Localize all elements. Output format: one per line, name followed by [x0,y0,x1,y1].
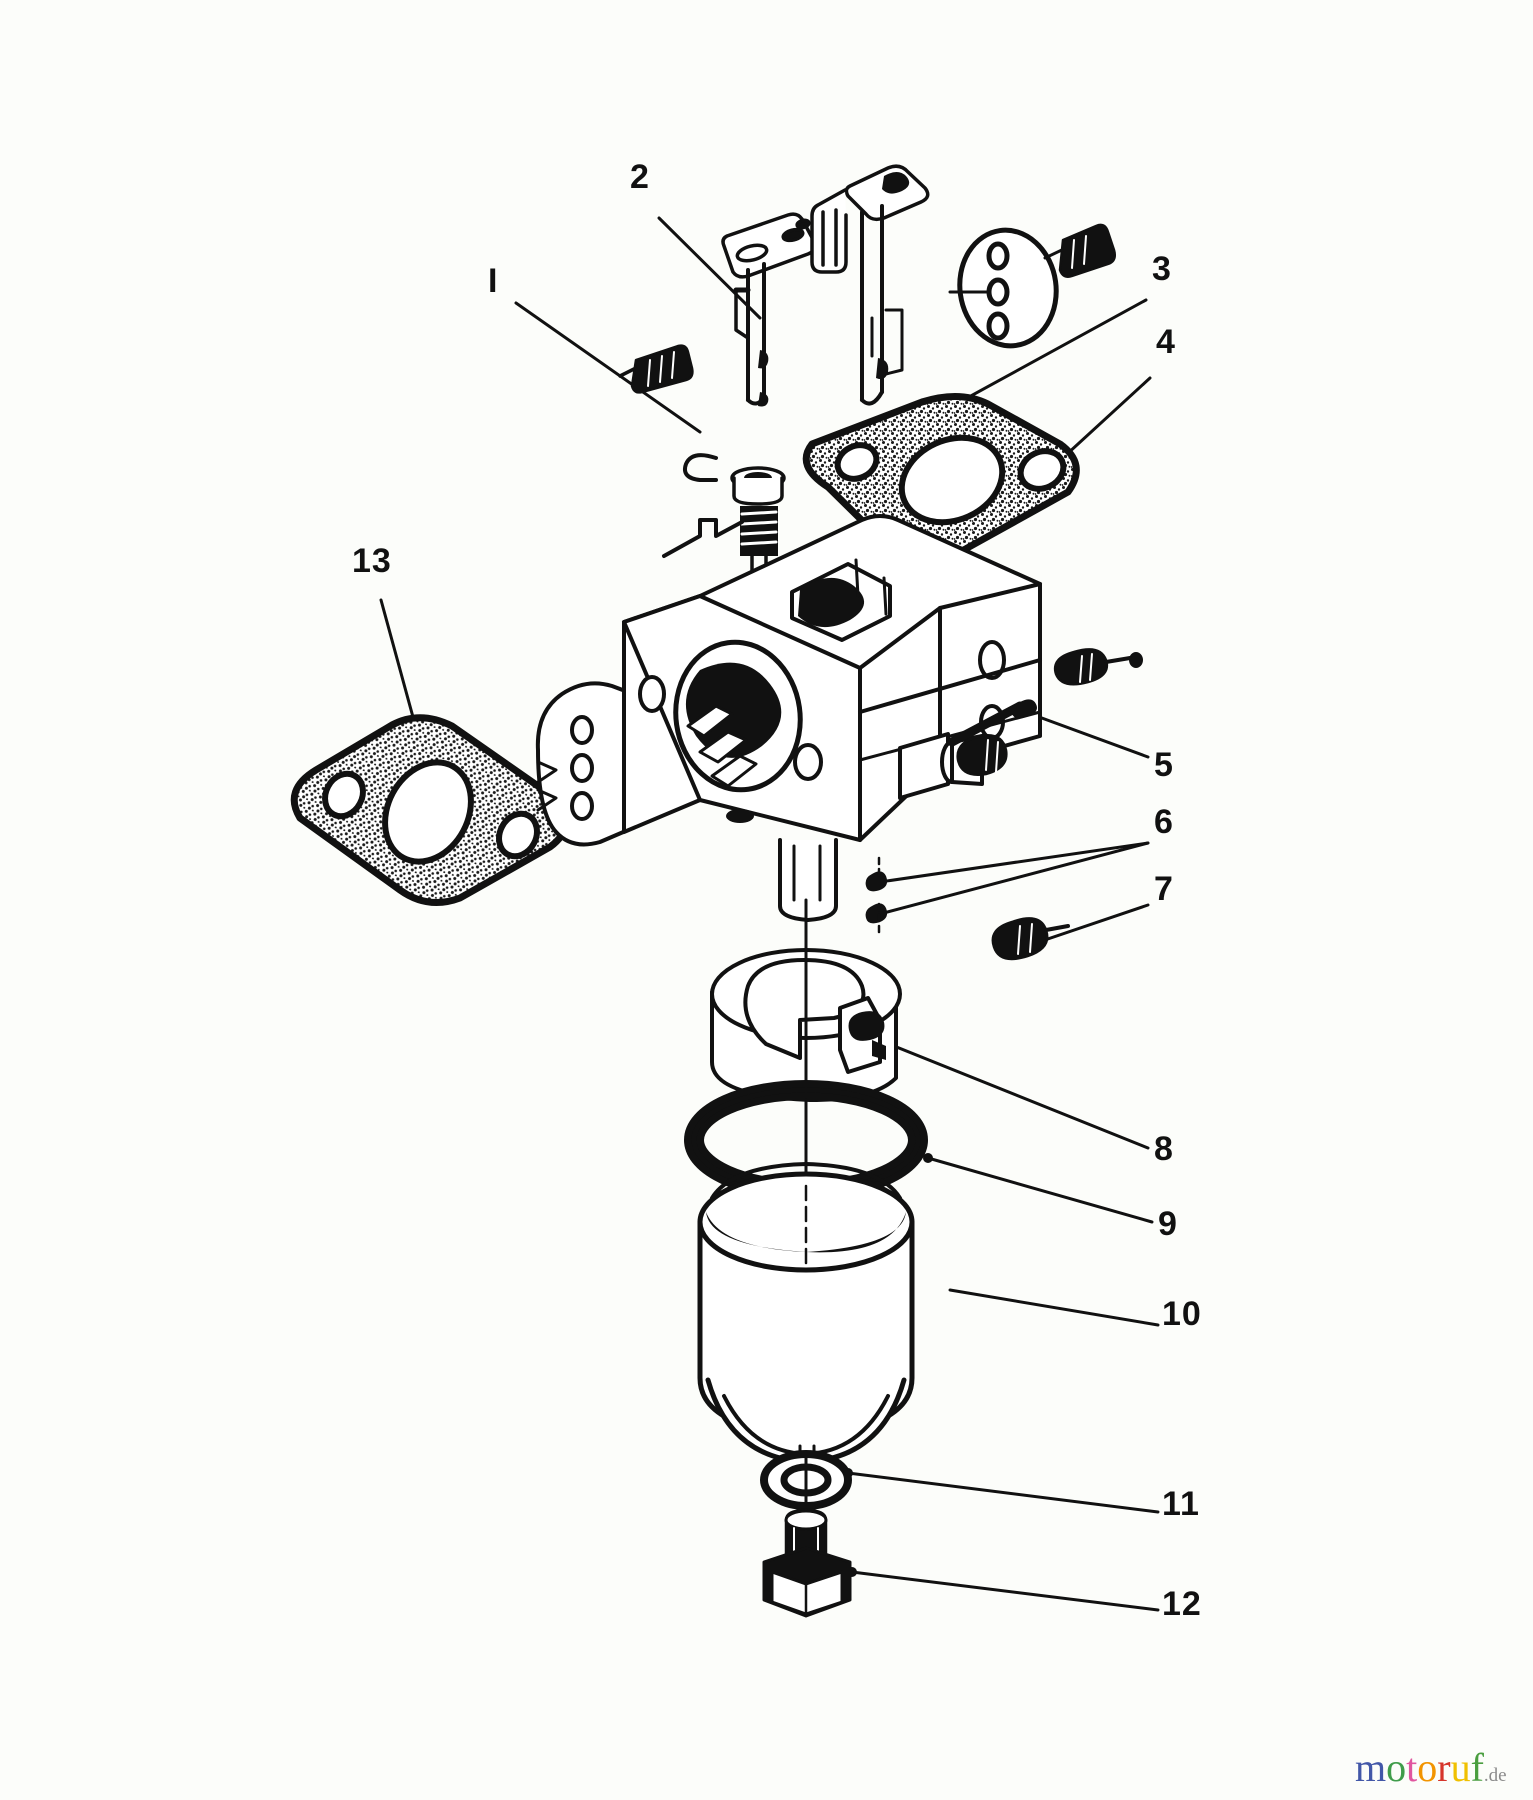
callout-label-7: 7 [1154,870,1174,908]
callout-label-4: 4 [1156,323,1176,361]
float-pin-washers [865,856,888,934]
logo-letter-t: t [1406,1745,1418,1790]
bowl-retaining-nut [762,1508,852,1618]
float-collar [710,948,902,1102]
throttle-lever-screw [618,344,694,394]
carburetor-body [622,453,1143,1002]
callout-label-12: 12 [1162,1585,1202,1623]
callout-label-3: 3 [1152,250,1172,288]
callout-label-9: 9 [1158,1205,1178,1243]
motoruf-watermark-logo: motoruf.de [1355,1748,1507,1788]
logo-letter-r: r [1437,1745,1451,1790]
bowl-washer [760,1450,852,1510]
logo-tld: .de [1483,1765,1507,1786]
callout-label-13: 13 [352,542,392,580]
choke-plate-and-screw [948,223,1116,349]
throttle-shaft-assembly [721,212,818,407]
logo-letter-f: f [1470,1745,1484,1790]
logo-letter-o1: o [1386,1745,1407,1790]
logo-letter-u: u [1450,1745,1471,1790]
callout-label-8: 8 [1154,1130,1174,1168]
choke-shaft-assembly [810,164,930,406]
callout-label-6: 6 [1154,803,1174,841]
float-bowl [697,1162,915,1472]
callout-label-11: 11 [1162,1485,1200,1523]
throttle-stop-screw [898,732,1008,800]
callout-label-2: 2 [630,158,650,196]
throttle-stop-pin [947,699,1037,747]
logo-letter-o2: o [1417,1745,1438,1790]
mounting-bracket-plate [535,681,630,847]
logo-letter-m: m [1355,1745,1387,1790]
callout-label-5: 5 [1154,746,1174,784]
bowl-drain-screw [991,917,1070,961]
callout-label-10: 10 [1162,1295,1202,1333]
callout-label-1: I [488,262,499,300]
flange-bolt-upper [1053,648,1143,686]
